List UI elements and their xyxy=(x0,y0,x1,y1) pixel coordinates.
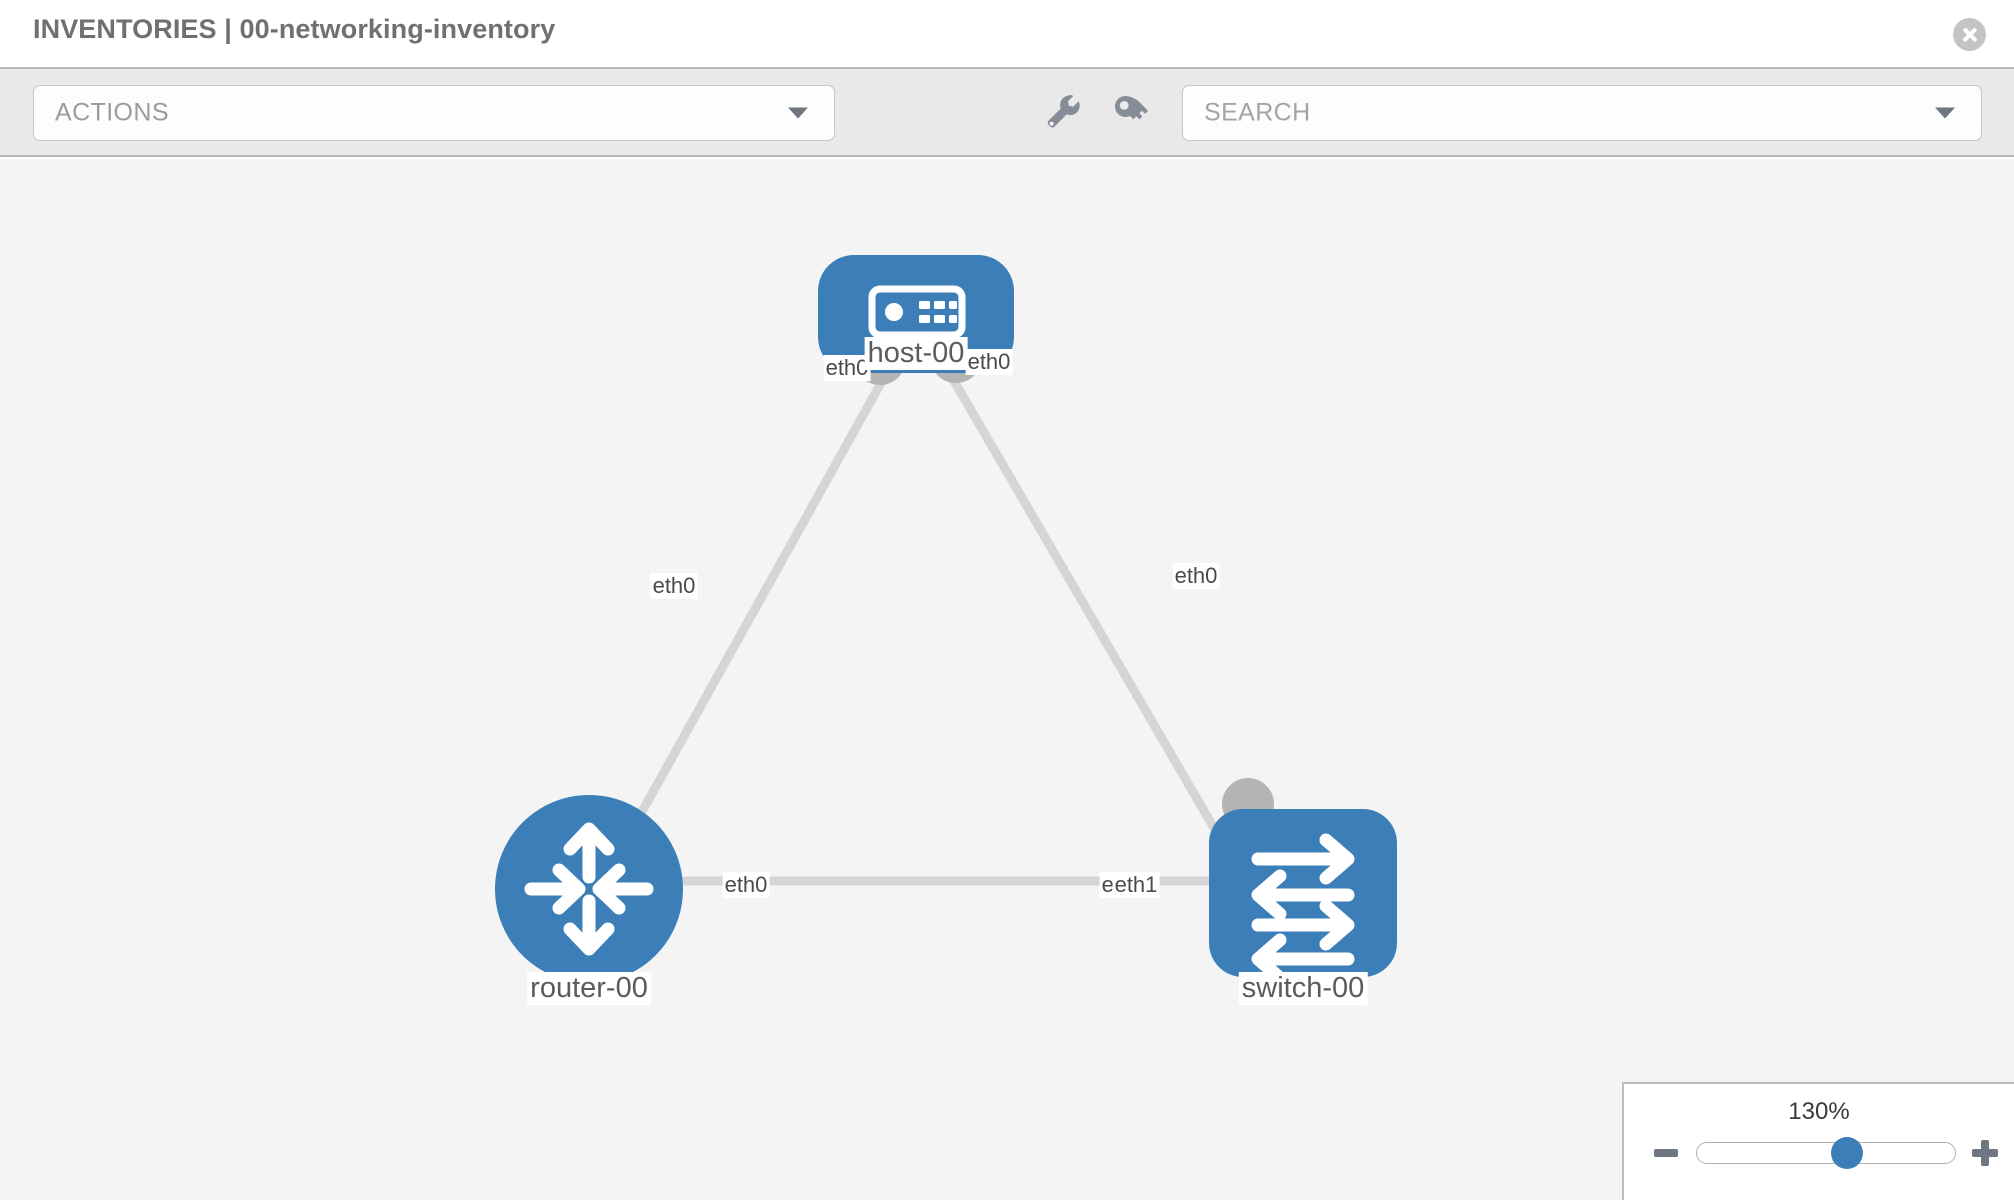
actions-dropdown[interactable]: ACTIONS xyxy=(33,85,835,141)
iface-label: eth1 xyxy=(1112,872,1160,898)
node-label-switch-00: switch-00 xyxy=(1238,972,1368,1005)
node-label-host-00: host-00 xyxy=(864,337,968,370)
chevron-down-icon xyxy=(788,107,808,119)
zoom-out-button[interactable] xyxy=(1652,1138,1682,1168)
zoom-percent-label: 130% xyxy=(1788,1098,1850,1125)
iface-label: eth0 xyxy=(1172,563,1220,589)
link-router-host xyxy=(606,371,890,872)
search-chevron-down-icon xyxy=(1935,107,1955,119)
node-switch-00[interactable] xyxy=(1209,809,1397,985)
toolbar: ACTIONS SEARCH xyxy=(0,69,2014,157)
topology-graph xyxy=(495,255,1397,985)
iface-label: eth0 xyxy=(650,573,698,599)
router-icon xyxy=(524,822,654,956)
search-placeholder: SEARCH xyxy=(1204,98,1311,127)
wrench-icon[interactable] xyxy=(1038,89,1086,137)
iface-label: eth0 xyxy=(823,355,871,381)
topology-canvas[interactable]: eth0 eth0 eth0 eth0 eth0 eth0 eth1 host-… xyxy=(0,159,2014,1200)
link-host-switch xyxy=(946,371,1236,862)
topology-connectors xyxy=(588,331,1274,907)
zoom-slider[interactable] xyxy=(1696,1137,1956,1169)
iface-label: eth0 xyxy=(965,349,1013,375)
zoom-in-button[interactable] xyxy=(1970,1138,2000,1168)
zoom-control-panel: 130% xyxy=(1622,1082,2014,1200)
title-bar: INVENTORIES | 00-networking-inventory xyxy=(0,0,2014,69)
switch-icon xyxy=(1251,833,1355,985)
topology-links xyxy=(606,371,1240,886)
node-router-00[interactable] xyxy=(495,795,683,983)
search-input[interactable]: SEARCH xyxy=(1182,85,1982,141)
zoom-slider-thumb[interactable] xyxy=(1830,1137,1863,1169)
key-icon[interactable] xyxy=(1108,89,1156,137)
page-title: INVENTORIES | 00-networking-inventory xyxy=(33,14,556,44)
close-icon[interactable] xyxy=(1953,18,1986,51)
server-icon xyxy=(868,285,966,339)
actions-dropdown-label: ACTIONS xyxy=(55,98,169,127)
iface-label: eth0 xyxy=(722,872,770,898)
node-label-router-00: router-00 xyxy=(527,972,651,1005)
